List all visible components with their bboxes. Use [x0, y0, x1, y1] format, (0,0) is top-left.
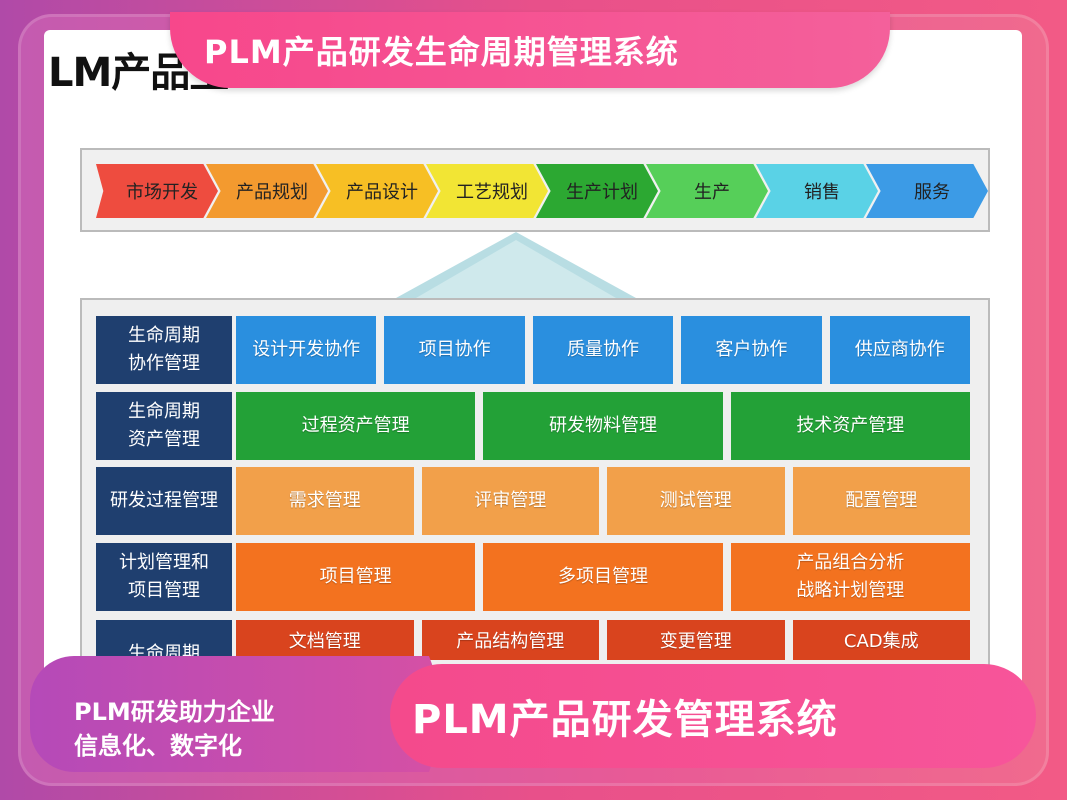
- matrix-cell: 研发物料管理: [483, 392, 723, 460]
- matrix-cell: 过程资产管理: [236, 392, 476, 460]
- chain-step-1: 市场开发: [96, 164, 218, 218]
- matrix-cell: 需求管理: [236, 467, 414, 535]
- matrix-row-4: 计划管理和 项目管理项目管理多项目管理产品组合分析 战略计划管理: [96, 543, 970, 611]
- bottom-right-title: PLM产品研发管理系统: [412, 697, 838, 743]
- process-chain: 市场开发产品规划产品设计工艺规划生产计划生产销售服务: [96, 164, 988, 218]
- matrix-cell: 技术资产管理: [730, 392, 970, 460]
- bottom-right-banner: PLM产品研发管理系统: [390, 664, 1036, 768]
- title-banner: PLM产品研发生命周期管理系统: [170, 12, 890, 88]
- matrix-cell: 变更管理: [607, 620, 785, 660]
- matrix-cell: 项目协作: [384, 316, 525, 384]
- matrix-cell: 设计开发协作: [236, 316, 377, 384]
- matrix-row-header: 生命周期: [96, 620, 232, 660]
- matrix-cell: 文档管理: [236, 620, 414, 660]
- chain-step-2: 产品规划: [206, 164, 328, 218]
- matrix-row-header: 生命周期 协作管理: [96, 316, 232, 384]
- funnel-shape-inner: [416, 240, 616, 298]
- bottom-left-banner: PLM研发助力企业 信息化、数字化: [30, 656, 450, 772]
- page-title: PLM产品研发生命周期管理系统: [204, 33, 679, 71]
- matrix-cell: CAD集成: [792, 620, 970, 660]
- matrix-row-1: 生命周期 协作管理设计开发协作项目协作质量协作客户协作供应商协作: [96, 316, 970, 384]
- bottom-left-line2: 信息化、数字化: [74, 732, 242, 760]
- matrix-cell: 供应商协作: [829, 316, 970, 384]
- matrix-cell: 项目管理: [236, 543, 476, 611]
- chain-step-5: 生产计划: [536, 164, 658, 218]
- matrix-row-3: 研发过程管理需求管理评审管理测试管理配置管理: [96, 467, 970, 535]
- chain-step-6: 生产: [646, 164, 768, 218]
- matrix-row-header: 计划管理和 项目管理: [96, 543, 232, 611]
- matrix-cell: 多项目管理: [483, 543, 723, 611]
- matrix-cell: 产品组合分析 战略计划管理: [730, 543, 970, 611]
- matrix-cell: 质量协作: [532, 316, 674, 384]
- chain-step-3: 产品设计: [316, 164, 438, 218]
- bottom-left-line1: PLM研发助力企业: [74, 698, 275, 726]
- matrix-row-header: 生命周期 资产管理: [96, 392, 232, 460]
- chain-step-7: 销售: [756, 164, 878, 218]
- matrix-row-2: 生命周期 资产管理过程资产管理研发物料管理技术资产管理: [96, 392, 970, 460]
- matrix-cell: 配置管理: [792, 467, 970, 535]
- chain-step-4: 工艺规划: [426, 164, 548, 218]
- matrix-cell: 客户协作: [681, 316, 822, 384]
- matrix-cell: 评审管理: [421, 467, 599, 535]
- matrix-cell: 测试管理: [607, 467, 785, 535]
- chain-step-8: 服务: [866, 164, 988, 218]
- matrix-cell: 产品结构管理: [421, 620, 599, 660]
- matrix-row-header: 研发过程管理: [96, 467, 232, 535]
